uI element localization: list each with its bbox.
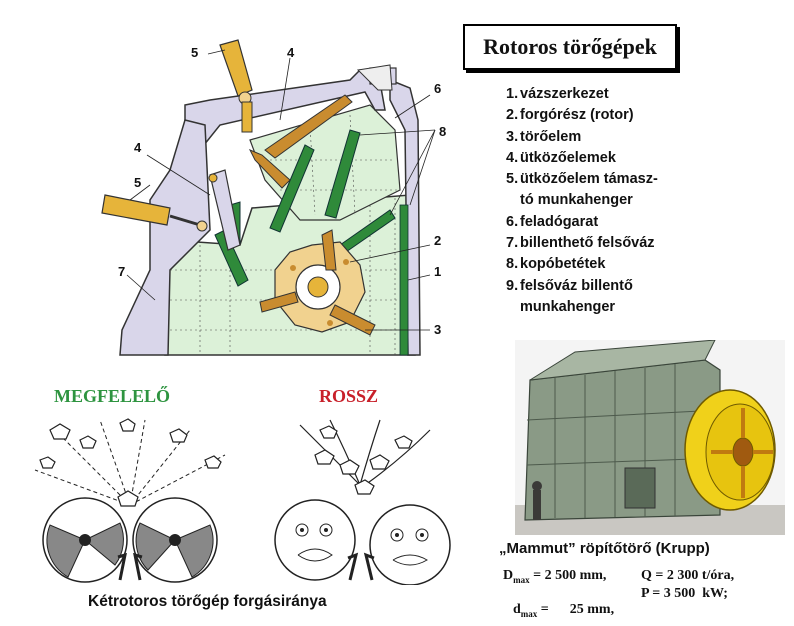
legend-item: 2.forgórész (rotor) <box>506 107 634 124</box>
right-rotor-good <box>132 497 218 583</box>
legend-item: 8.kopóbetétek <box>506 256 606 273</box>
legend-item: 6.feladógarat <box>506 213 599 230</box>
label-1: 1 <box>434 264 442 279</box>
frame-right <box>389 78 421 356</box>
left-rotor-good <box>42 497 128 583</box>
left-rotor-bad <box>274 499 356 581</box>
spec-power: P = 3 500 kW; <box>641 586 728 601</box>
spec-capacity: Q = 2 300 t/óra, <box>641 568 735 583</box>
label-5-lower: 5 <box>134 175 142 190</box>
label-4-lower: 4 <box>134 140 142 155</box>
label-2: 2 <box>434 233 442 248</box>
page-title-text: Rotoros törőgépek <box>483 34 657 59</box>
label-3: 3 <box>434 322 442 337</box>
page-title: Rotoros törőgépek <box>463 24 677 70</box>
legend-item: 7.billenthető felsőváz <box>506 235 655 252</box>
cylinder-lower <box>101 194 171 226</box>
label-4-upper: 4 <box>287 45 295 60</box>
legend-item: 5.ütközőelem támasz- tó munkahenger <box>506 171 658 209</box>
leader-lines <box>126 49 436 331</box>
frame-left <box>119 119 211 356</box>
person-figure <box>533 490 541 520</box>
label-8: 8 <box>439 124 447 139</box>
caption-rotation-direction: Kétrotoros törőgép forgásiránya <box>88 593 327 610</box>
right-rotor-bad <box>369 504 451 585</box>
caption-mammut-crusher: „Mammut” röpítőtörő (Krupp) <box>499 540 710 557</box>
spec-line-2: dmax = 25 mm, <box>513 602 615 619</box>
spec-line-1: Dmax = 2 500 mm, <box>503 568 607 585</box>
good-label: MEGFELELŐ <box>54 386 171 406</box>
label-7: 7 <box>118 264 126 279</box>
cylinder-upper <box>219 39 253 97</box>
bad-label: ROSSZ <box>319 386 379 406</box>
mammut-crusher-image <box>515 340 785 535</box>
rotor <box>259 229 376 336</box>
legend-item: 3.törőelem <box>506 128 582 145</box>
legend-item: 9.felsőváz billentő munkahenger <box>506 277 633 315</box>
correct-rotation-sketch <box>34 418 226 583</box>
label-5-upper: 5 <box>191 45 199 60</box>
label-6: 6 <box>434 81 442 96</box>
crusher-cross-section <box>101 39 436 356</box>
parts-legend: 1.vázszerkezet 2.forgórész (rotor) 3.tör… <box>506 84 776 318</box>
wrong-rotation-sketch <box>274 419 451 585</box>
legend-item: 1.vázszerkezet <box>506 86 609 102</box>
legend-item: 4.ütközőelemek <box>506 149 616 166</box>
